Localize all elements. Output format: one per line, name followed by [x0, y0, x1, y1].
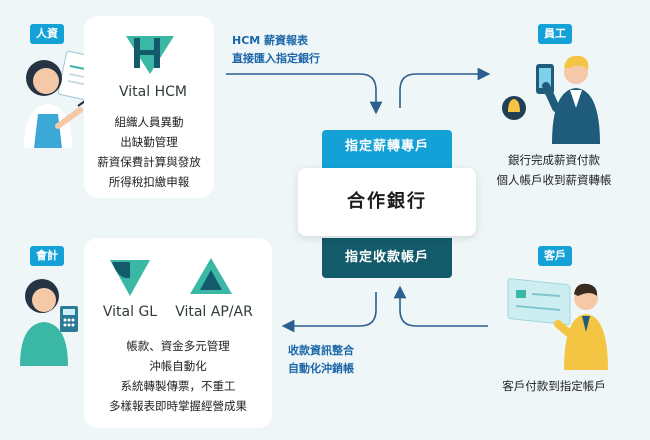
list-item: 多樣報表即時掌握經營成果 — [109, 399, 247, 413]
arrow-customer-to-bank — [393, 285, 488, 327]
vital-gl-label: Vital GL — [102, 304, 158, 320]
accounting-feature-list: 帳款、資金多元管理 沖帳自動化 系統轉製傳票，不重工 多樣報表即時掌握經營成果 — [84, 336, 272, 416]
bottom-flow-caption: 收款資訊整合 自動化沖銷帳 — [288, 344, 354, 375]
vital-apar-logo-icon — [190, 258, 232, 294]
list-item: 所得稅扣繳申報 — [108, 175, 190, 189]
customer-tag: 客戶 — [538, 246, 572, 266]
vital-hcm-logo-icon — [126, 36, 174, 74]
list-item: 帳款、資金多元管理 — [126, 339, 230, 353]
list-item: 銀行完成薪資付款 — [508, 153, 600, 167]
vital-gl-logo-icon — [110, 260, 150, 296]
arrow-hr-to-bank — [226, 73, 383, 115]
designated-receiving-account-bar: 指定收款帳戶 — [322, 238, 452, 278]
list-item: 個人帳戶收到薪資轉帳 — [496, 173, 612, 187]
hr-tag: 人資 — [30, 24, 64, 44]
arrow-bank-to-employee — [399, 67, 491, 108]
customer-description: 客戶付款到指定帳戶 — [474, 376, 634, 396]
vital-hcm-label: Vital HCM — [119, 84, 187, 100]
accounting-tag: 會計 — [30, 246, 64, 266]
list-item: 出缺勤管理 — [120, 135, 178, 149]
list-item: 薪資保費計算與發放 — [97, 155, 201, 169]
hr-feature-list: 組織人員異動 出缺勤管理 薪資保費計算與發放 所得稅扣繳申報 — [84, 112, 214, 192]
employee-description: 銀行完成薪資付款 個人帳戶收到薪資轉帳 — [474, 150, 634, 190]
employee-tag: 員工 — [538, 24, 572, 44]
list-item: 組織人員異動 — [114, 115, 184, 129]
designated-payroll-account-bar: 指定薪轉專戶 — [322, 130, 452, 170]
top-flow-caption: HCM 薪資報表 直接匯入指定銀行 — [232, 34, 320, 65]
list-item: 系統轉製傳票，不重工 — [120, 379, 236, 393]
arrow-bank-to-accounting — [281, 292, 377, 333]
list-item: 沖帳自動化 — [149, 359, 207, 373]
accounting-person-illustration — [20, 279, 78, 366]
vital-apar-label: Vital AP/AR — [175, 304, 253, 320]
list-item: 客戶付款到指定帳戶 — [502, 379, 606, 393]
customer-illustration — [507, 278, 608, 370]
partner-bank-box: 合作銀行 — [298, 168, 476, 236]
employee-illustration — [502, 55, 600, 144]
